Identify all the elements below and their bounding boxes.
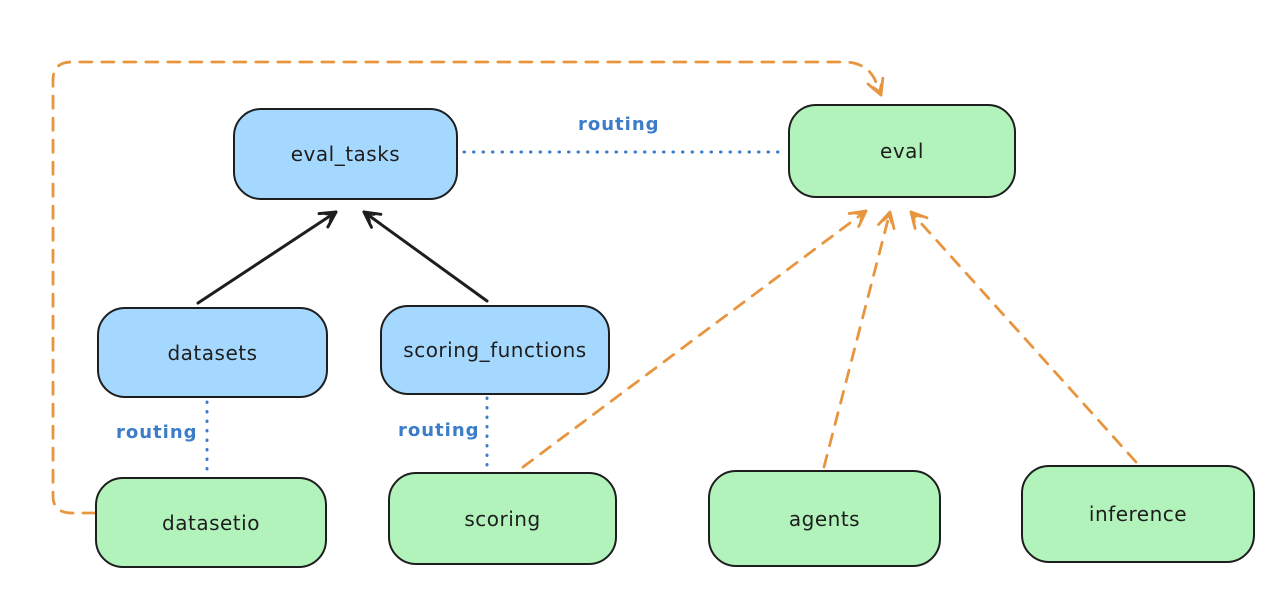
- routing-label-eval-tasks-eval: routing: [578, 114, 660, 135]
- node-eval: eval: [788, 104, 1016, 198]
- node-datasets: datasets: [97, 307, 328, 398]
- node-datasets-label: datasets: [167, 340, 258, 365]
- edge-datasetio-to-eval: [51, 60, 885, 515]
- edge-agents-to-eval: [822, 210, 896, 469]
- node-eval-tasks: eval_tasks: [233, 108, 458, 200]
- node-scoring-label: scoring: [464, 506, 541, 531]
- routing-label-scoring-functions-scoring: routing: [398, 420, 480, 441]
- node-agents: agents: [708, 470, 941, 567]
- node-datasetio: datasetio: [95, 477, 327, 568]
- node-scoring-functions-label: scoring_functions: [403, 338, 587, 362]
- routing-label-datasets-datasetio: routing: [116, 422, 198, 443]
- node-scoring-functions: scoring_functions: [380, 305, 610, 395]
- edge-datasets-to-eval_tasks: [196, 210, 338, 305]
- node-eval-tasks-label: eval_tasks: [290, 142, 401, 166]
- node-agents-label: agents: [788, 506, 861, 531]
- node-scoring: scoring: [388, 472, 617, 565]
- node-inference-label: inference: [1088, 502, 1188, 526]
- node-eval-label: eval: [880, 139, 924, 163]
- node-datasetio-label: datasetio: [162, 510, 260, 535]
- edge-scoring-to-eval: [521, 209, 868, 469]
- edge-inference-to-eval: [909, 210, 1138, 464]
- edge-scoring_functions-to-eval_tasks: [362, 210, 489, 303]
- node-inference: inference: [1021, 465, 1255, 563]
